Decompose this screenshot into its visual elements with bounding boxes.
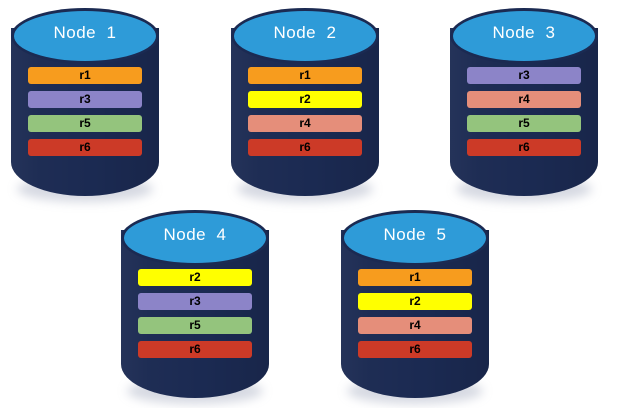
replica-bar: r1 xyxy=(248,67,362,84)
replica-list: r1 r2 r4 r6 xyxy=(248,67,362,156)
node-cylinder-3: Node 3 r3 r4 r5 r6 xyxy=(450,8,598,202)
replica-bar: r4 xyxy=(467,91,581,108)
node-label: Node 4 xyxy=(163,225,227,244)
replica-list: r1 r3 r5 r6 xyxy=(28,67,142,156)
replica-bar: r1 xyxy=(28,67,142,84)
replica-bar: r3 xyxy=(138,293,252,310)
cylinder-top-face xyxy=(14,11,156,61)
replica-bar: r4 xyxy=(358,317,472,334)
replica-bar: r6 xyxy=(138,341,252,358)
replica-list: r1 r2 r4 r6 xyxy=(358,269,472,358)
cylinder-top-face xyxy=(234,11,376,61)
replica-list: r3 r4 r5 r6 xyxy=(467,67,581,156)
cylinder-top-face xyxy=(124,213,266,263)
replica-bar: r2 xyxy=(358,293,472,310)
node-label: Node 3 xyxy=(492,23,556,42)
replica-bar: r6 xyxy=(248,139,362,156)
node-cylinder-4: Node 4 r2 r3 r5 r6 xyxy=(121,210,269,404)
node-cylinder-2: Node 2 r1 r2 r4 r6 xyxy=(231,8,379,202)
node-cylinder-5: Node 5 r1 r2 r4 r6 xyxy=(341,210,489,404)
node-cylinder-1: Node 1 r1 r3 r5 r6 xyxy=(11,8,159,202)
node-label: Node 1 xyxy=(53,23,117,42)
replica-list: r2 r3 r5 r6 xyxy=(138,269,252,358)
cylinder-top-face xyxy=(344,213,486,263)
node-label: Node 2 xyxy=(273,23,337,42)
replica-bar: r4 xyxy=(248,115,362,132)
replica-bar: r6 xyxy=(467,139,581,156)
replica-bar: r6 xyxy=(358,341,472,358)
replica-bar: r6 xyxy=(28,139,142,156)
replica-bar: r3 xyxy=(467,67,581,84)
replica-bar: r5 xyxy=(467,115,581,132)
node-label: Node 5 xyxy=(383,225,447,244)
cylinder-top-face xyxy=(453,11,595,61)
replica-bar: r5 xyxy=(138,317,252,334)
replica-bar: r2 xyxy=(248,91,362,108)
replica-bar: r2 xyxy=(138,269,252,286)
replica-bar: r3 xyxy=(28,91,142,108)
replica-bar: r5 xyxy=(28,115,142,132)
replica-bar: r1 xyxy=(358,269,472,286)
